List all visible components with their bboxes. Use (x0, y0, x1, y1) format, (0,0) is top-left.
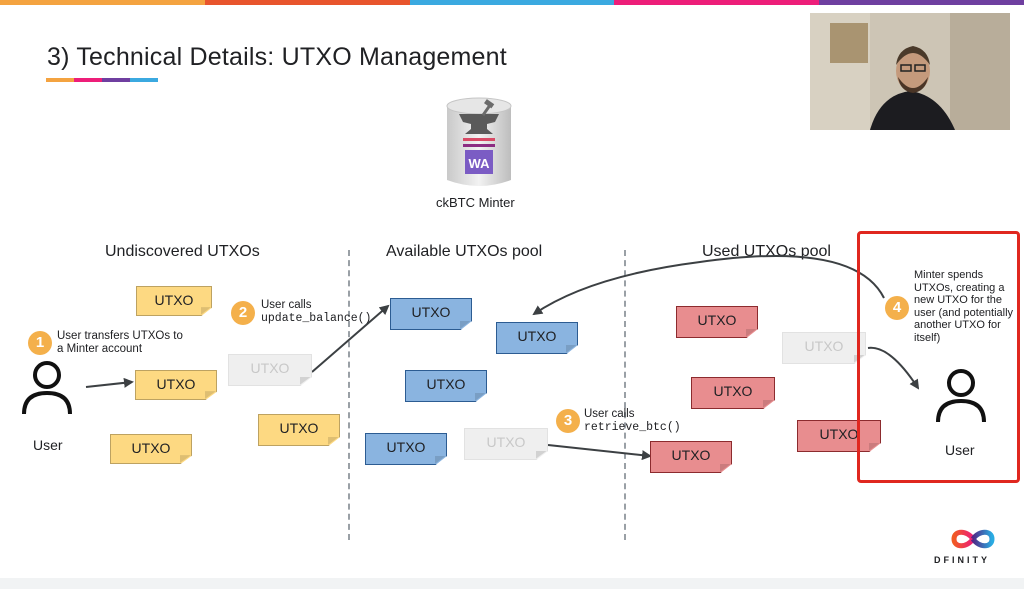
minter-label: ckBTC Minter (436, 195, 515, 210)
section-available-utxos-pool: Available UTXOs pool (386, 243, 543, 260)
utxo-note-moved: UTXO (228, 354, 312, 386)
dfinity-wordmark: DFINITY (934, 555, 990, 565)
step-badge-3: 3 (556, 409, 580, 433)
canister-icon-text: WA (469, 156, 491, 171)
utxo-note-used: UTXO (650, 441, 732, 473)
canister-with-anvil-icon: WA (446, 97, 512, 186)
title-underline (46, 78, 158, 82)
step-badge-1: 1 (28, 331, 52, 355)
step-badge-2: 2 (231, 301, 255, 325)
pool-divider (624, 250, 626, 540)
person-outline-icon (22, 361, 72, 415)
utxo-note-available: UTXO (496, 322, 578, 354)
utxo-note-available: UTXO (365, 433, 447, 465)
step-text-3: User calls retrieve_btc() (584, 408, 694, 434)
utxo-note-used: UTXO (797, 420, 881, 452)
arrow-to-right-user (867, 346, 920, 390)
section-undiscovered-utxos: Undiscovered UTXOs (105, 243, 260, 260)
slide-title: 3) Technical Details: UTXO Management (47, 43, 507, 71)
top-color-bar (0, 0, 1024, 5)
arrow-minter-spends (532, 254, 885, 316)
pool-divider (348, 250, 350, 540)
step-text-2: User calls update_balance() (261, 299, 386, 325)
step-badge-4: 4 (885, 296, 909, 320)
utxo-note-undiscovered: UTXO (136, 286, 212, 316)
arrow-update-balance (311, 304, 390, 373)
step-text-3-caption: User calls (584, 408, 635, 420)
utxo-note-moved: UTXO (782, 332, 866, 364)
presenter-video (810, 13, 1010, 130)
utxo-note-used: UTXO (691, 377, 775, 409)
utxo-note-available: UTXO (405, 370, 487, 402)
user-label-right: User (945, 442, 975, 458)
arrow-retrieve-btc (547, 444, 652, 461)
highlight-box (857, 231, 1020, 483)
step-text-4: Minter spends UTXOs, creating a new UTXO… (914, 269, 1014, 344)
utxo-note-available: UTXO (390, 298, 472, 330)
arrow-user-to-undiscovered (85, 377, 134, 388)
utxo-note-moved: UTXO (464, 428, 548, 460)
person-outline-icon (936, 369, 986, 423)
step-code-2: update_balance() (261, 312, 372, 325)
dfinity-infinity-logo-icon (951, 529, 995, 549)
bottom-strip (0, 578, 1024, 589)
presenter-webcam-feed-icon (810, 13, 1010, 130)
utxo-note-undiscovered: UTXO (258, 414, 340, 446)
step-code-3: retrieve_btc() (584, 421, 681, 434)
utxo-note-used: UTXO (676, 306, 758, 338)
user-label-left: User (33, 437, 63, 453)
utxo-note-undiscovered: UTXO (135, 370, 217, 400)
step-text-2-caption: User calls (261, 299, 312, 311)
section-used-utxos-pool: Used UTXOs pool (702, 243, 831, 260)
utxo-note-undiscovered: UTXO (110, 434, 192, 464)
step-text-1: User transfers UTXOs to a Minter account (57, 330, 183, 355)
